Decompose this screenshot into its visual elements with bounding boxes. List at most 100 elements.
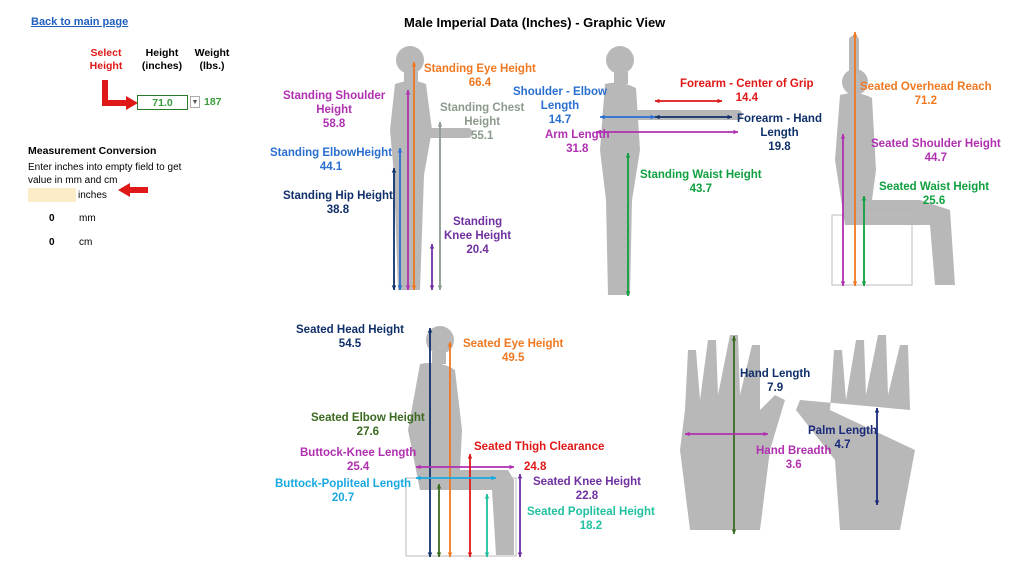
standing-waist-value: 43.7 <box>689 183 712 195</box>
arrow-seated-head <box>427 328 433 557</box>
arrow-seated-overhead <box>852 32 858 286</box>
label-forearm-hand: Forearm - Hand Length 19.8 <box>737 112 822 154</box>
mm-value: 0 <box>49 213 55 224</box>
inches-input[interactable] <box>28 188 76 202</box>
inches-unit-label: inches <box>78 190 107 201</box>
buttock-popliteal-name: Buttock-Popliteal Length <box>275 478 412 490</box>
arrow-standing-shoulder <box>405 90 411 290</box>
back-to-main-link[interactable]: Back to main page <box>31 16 129 28</box>
arrow-standing-elbow <box>397 148 403 290</box>
standing-chest-value: 55.1 <box>470 130 494 142</box>
weight-line2: (lbs.) <box>199 60 225 72</box>
seated-shoulder-name: Seated Shoulder Height <box>871 138 1001 150</box>
label-standing-waist: Standing Waist Height 43.7 <box>640 168 762 196</box>
seated-knee-name: Seated Knee Height <box>533 476 641 488</box>
label-standing-knee: Standing Knee Height 20.4 <box>444 215 511 257</box>
arrow-buttock-knee <box>416 464 514 470</box>
arrow-shoulder-elbow <box>600 114 655 120</box>
arrow-seated-elbow <box>436 484 442 557</box>
standing-shoulder-value: 58.8 <box>322 118 346 130</box>
standing-knee-value: 20.4 <box>466 244 489 256</box>
standing-hip-value: 38.8 <box>326 204 350 216</box>
weight-value: 187 <box>204 96 222 108</box>
height-line2: (inches) <box>141 60 183 72</box>
seated-popliteal-value: 18.2 <box>579 520 603 532</box>
cm-value: 0 <box>49 237 55 248</box>
standing-elbow-value: 44.1 <box>319 161 343 173</box>
buttock-popliteal-value: 20.7 <box>331 492 355 504</box>
conversion-instruction-1: Enter inches into empty field to get <box>28 162 182 173</box>
arrow-hand-length <box>731 336 737 534</box>
select-line2: Height <box>89 60 123 72</box>
label-arm-length: Arm Length 31.8 <box>545 128 610 156</box>
weight-line1: Weight <box>194 47 230 59</box>
label-seated-overhead: Seated Overhead Reach 71.2 <box>860 80 992 108</box>
cm-unit-label: cm <box>79 237 93 248</box>
arrow-standing-waist <box>625 153 631 296</box>
hand-length-value: 7.9 <box>767 382 784 394</box>
shoulder-elbow-name1: Shoulder - Elbow <box>513 86 607 98</box>
label-standing-shoulder: Standing Shoulder Height 58.8 <box>283 89 385 131</box>
label-seated-knee: Seated Knee Height 22.8 <box>533 475 641 503</box>
arrow-seated-shoulder <box>840 134 846 286</box>
seated-popliteal-name: Seated Popliteal Height <box>527 506 655 518</box>
arrow-standing-knee <box>429 244 435 290</box>
standing-shoulder-name1: Standing Shoulder <box>283 90 386 102</box>
seated-elbow-name: Seated Elbow Height <box>311 412 425 424</box>
label-standing-eye: Standing Eye Height 66.4 <box>424 62 536 90</box>
hand-length-name: Hand Length <box>740 368 811 380</box>
palm-length-name: Palm Length <box>808 425 878 437</box>
seated-thigh-name: Seated Thigh Clearance <box>474 441 605 453</box>
arrow-forearm-grip <box>655 98 722 104</box>
label-seated-eye: Seated Eye Height 49.5 <box>463 337 563 365</box>
conversion-heading: Measurement Conversion <box>28 145 157 157</box>
seated-overhead-value: 71.2 <box>914 95 938 107</box>
forearm-hand-name2: Length <box>760 127 799 139</box>
seated-eye-value: 49.5 <box>501 352 525 364</box>
arrow-hand-breadth <box>685 431 768 437</box>
label-hand-length: Hand Length 7.9 <box>740 367 810 395</box>
chevron-down-icon[interactable]: ▼ <box>190 96 200 108</box>
shoulder-elbow-name2: Length <box>540 100 580 112</box>
seated-overhead-name: Seated Overhead Reach <box>860 81 992 93</box>
label-buttock-popliteal: Buttock-Popliteal Length 20.7 <box>275 477 411 505</box>
label-palm-length: Palm Length 4.7 <box>808 424 877 452</box>
palm-length-value: 4.7 <box>834 439 851 451</box>
label-forearm-grip: Forearm - Center of Grip 14.4 <box>680 77 814 105</box>
arrow-palm-length <box>874 408 880 505</box>
height-column-header: Height (inches) <box>137 47 187 73</box>
arrow-forearm-hand <box>655 114 732 120</box>
label-standing-hip: Standing Hip Height 38.8 <box>283 189 393 217</box>
seated-shoulder-value: 44.7 <box>924 152 948 164</box>
label-seated-thigh: Seated Thigh Clearance <box>474 440 604 454</box>
hand-left-shape <box>680 335 785 530</box>
select-height-label: Select Height <box>84 47 128 73</box>
standing-eye-name: Standing Eye Height <box>424 63 536 75</box>
height-select-input[interactable]: 71.0 <box>137 95 188 110</box>
standing-waist-name: Standing Waist Height <box>640 169 762 181</box>
forearm-grip-value: 14.4 <box>735 92 758 104</box>
arm-length-name: Arm Length <box>545 129 610 141</box>
standing-chest-name2: Height <box>464 116 501 128</box>
forearm-grip-name: Forearm - Center of Grip <box>680 78 814 90</box>
seated-thigh-value: 24.8 <box>524 461 547 473</box>
seated-waist-name: Seated Waist Height <box>879 181 990 193</box>
label-seated-shoulder: Seated Shoulder Height 44.7 <box>871 137 1001 165</box>
label-seated-waist: Seated Waist Height 25.6 <box>879 180 989 208</box>
height-line1: Height <box>145 47 179 59</box>
arrow-seated-waist <box>861 196 867 286</box>
seated-eye-name: Seated Eye Height <box>463 338 564 350</box>
standing-chest-name1: Standing Chest <box>440 102 525 114</box>
conversion-instruction-2: value in mm and cm <box>28 175 118 186</box>
mm-unit-label: mm <box>79 213 96 224</box>
standing-knee-name1: Standing <box>452 216 503 228</box>
seated-head-value: 54.5 <box>338 338 362 350</box>
label-seated-head: Seated Head Height 54.5 <box>296 323 404 351</box>
label-seated-popliteal: Seated Popliteal Height 18.2 <box>527 505 655 533</box>
standing-hip-name: Standing Hip Height <box>283 190 393 202</box>
arrow-seated-eye <box>447 342 453 557</box>
arrow-standing-eye <box>411 62 417 290</box>
buttock-knee-value: 25.4 <box>346 461 370 473</box>
